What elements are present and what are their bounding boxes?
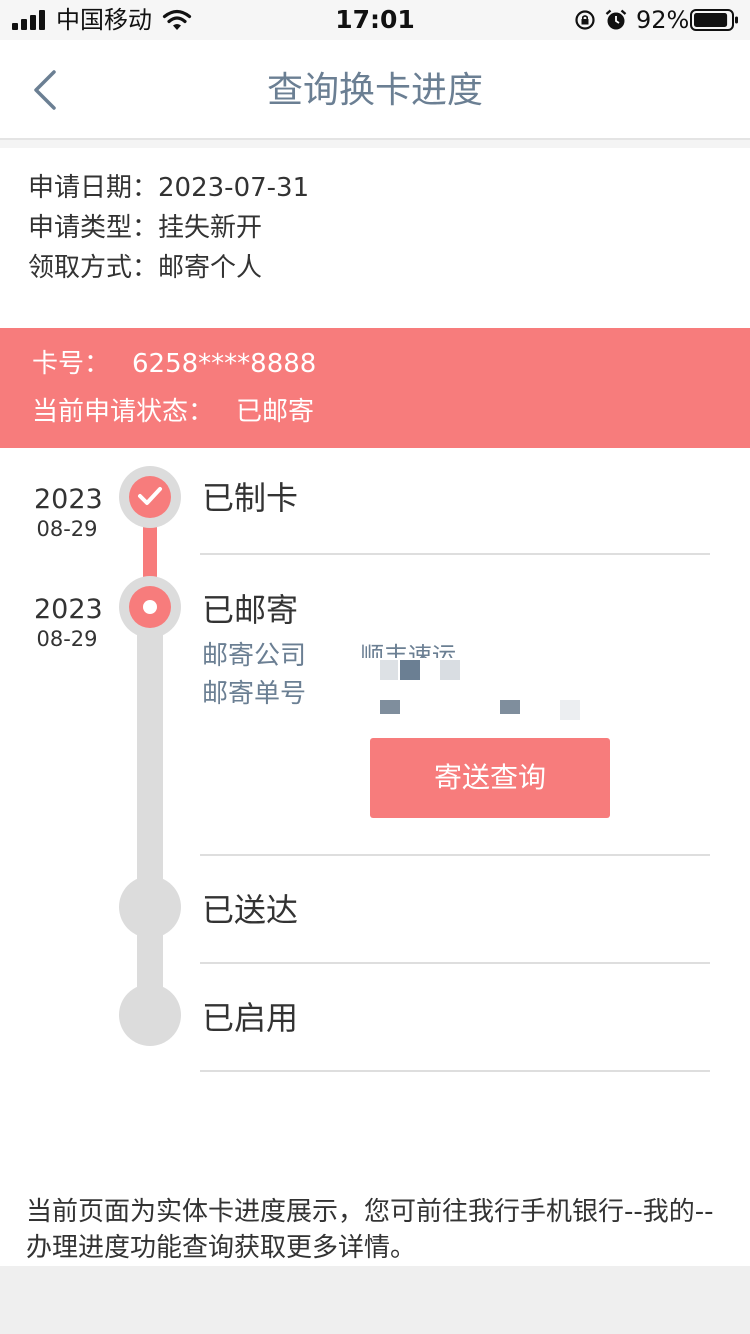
status-bar: 中国移动 17:01 92% (0, 0, 750, 40)
card-number-label: 卡号： (32, 349, 111, 379)
timeline-node-pending (119, 876, 181, 938)
page-title: 查询换卡进度 (266, 70, 483, 111)
back-icon[interactable] (28, 70, 60, 110)
pickup-method-value: 邮寄个人 (158, 253, 263, 283)
redacted-block (380, 700, 400, 714)
mail-company-value: 顺丰速运 (360, 642, 456, 658)
pickup-method-row: 领取方式：邮寄个人 (28, 248, 309, 288)
step-label: 已送达 (202, 891, 299, 929)
application-date-row: 申请日期：2023-07-31 (28, 168, 309, 208)
divider (200, 1070, 710, 1072)
timeline-track-pending (137, 606, 163, 1016)
section-separator (0, 140, 750, 148)
card-number-row: 卡号： 6258****8888 (32, 344, 316, 384)
application-type-label: 申请类型： (28, 213, 159, 243)
redacted-block (560, 700, 580, 720)
application-date-label: 申请日期： (28, 173, 159, 203)
application-type-value: 挂失新开 (158, 213, 263, 243)
battery-icon (690, 9, 738, 31)
checkmark-icon (138, 487, 162, 505)
redacted-block (400, 660, 420, 680)
card-status-band: 卡号： 6258****8888 当前申请状态： 已邮寄 (0, 328, 750, 448)
application-info: 申请日期：2023-07-31 申请类型：挂失新开 领取方式：邮寄个人 (28, 168, 309, 288)
mail-company-label: 邮寄公司 (202, 641, 307, 671)
divider (200, 854, 710, 856)
timeline-node-pending (119, 984, 181, 1046)
pickup-method-label: 领取方式： (28, 253, 159, 283)
divider (200, 962, 710, 964)
step-label: 已邮寄 (202, 591, 299, 629)
footer-note: 当前页面为实体卡进度展示，您可前往我行手机银行--我的--办理进度功能查询获取更… (26, 1197, 714, 1263)
redacted-block (440, 660, 460, 680)
application-status-label: 当前申请状态： (32, 397, 215, 427)
alarm-icon (605, 9, 627, 30)
redacted-block (380, 660, 398, 680)
application-type-row: 申请类型：挂失新开 (28, 208, 309, 248)
step-year: 2023 (34, 484, 103, 515)
step-date: 08-29 (36, 517, 98, 541)
divider (200, 553, 710, 555)
page (0, 0, 750, 1266)
application-date-value: 2023-07-31 (158, 173, 310, 203)
application-status-value: 已邮寄 (236, 397, 315, 427)
application-status-row: 当前申请状态： 已邮寄 (32, 392, 314, 432)
carrier-name: 中国移动 (56, 6, 152, 34)
battery-percent: 92% (636, 6, 690, 34)
navigation-bar: 查询换卡进度 (0, 40, 750, 140)
card-number-value: 6258****8888 (132, 349, 317, 379)
step-label: 已制卡 (202, 479, 299, 517)
step-year: 2023 (34, 594, 103, 625)
signal-icon (12, 10, 48, 30)
step-date: 08-29 (36, 627, 98, 651)
current-dot-icon (143, 600, 157, 614)
step-label: 已启用 (202, 999, 299, 1037)
shipment-query-button[interactable]: 寄送查询 (370, 738, 610, 818)
tracking-number-label: 邮寄单号 (202, 679, 307, 709)
rotation-lock-icon (575, 10, 595, 30)
clock: 17:01 (335, 5, 415, 34)
redacted-block (500, 700, 520, 714)
wifi-icon (162, 9, 192, 30)
